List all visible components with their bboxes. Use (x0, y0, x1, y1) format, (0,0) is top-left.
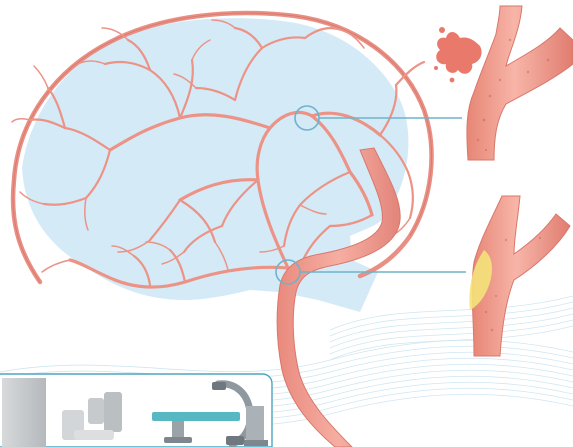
hemorrhage-icon (434, 6, 573, 160)
thumbnail-gray-scan (2, 378, 46, 447)
equipment-panel (0, 374, 272, 447)
stenosis-plaque-icon (469, 196, 570, 356)
bleed-splash (436, 32, 481, 74)
